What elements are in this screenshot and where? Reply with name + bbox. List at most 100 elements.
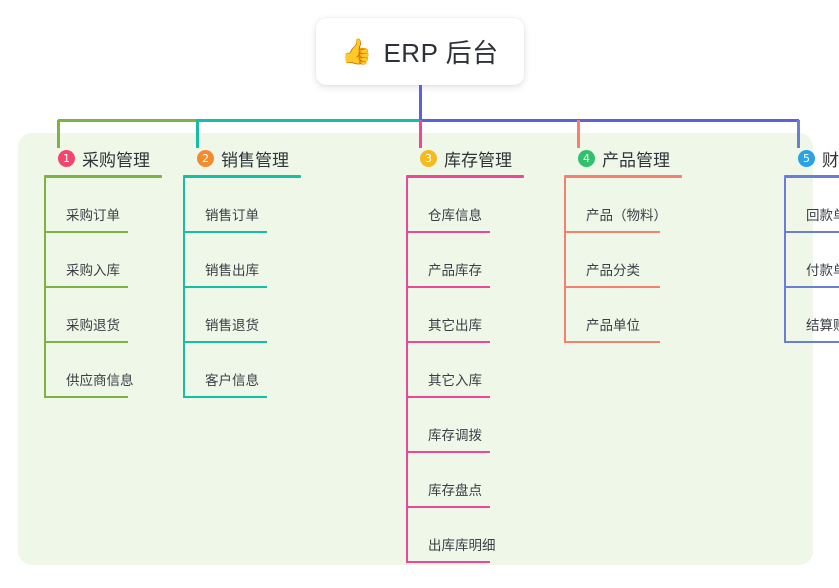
branch-spine-3 xyxy=(406,178,408,563)
branch-label-4: 产品管理 xyxy=(602,150,670,170)
leaf-underline xyxy=(406,561,490,563)
branch-leaves-5: 回款单付款单结算账户 xyxy=(784,178,839,343)
branch-badge-2: 2 xyxy=(197,149,214,167)
branches-panel xyxy=(18,133,813,565)
leaf-underline xyxy=(406,451,490,453)
branch-label-2: 销售管理 xyxy=(221,150,289,170)
leaf-label: 产品分类 xyxy=(586,263,640,278)
leaf-underline xyxy=(183,286,267,288)
branch-spine-4 xyxy=(564,178,566,343)
leaf-label: 销售订单 xyxy=(205,208,259,223)
branch-header-4[interactable]: 4 产品管理 xyxy=(564,146,682,170)
leaf-underline xyxy=(564,341,660,343)
leaf-underline xyxy=(784,286,839,288)
branch-spine-2 xyxy=(183,178,185,398)
leaf-node[interactable]: 付款单 xyxy=(784,233,839,288)
leaf-label: 产品单位 xyxy=(586,318,640,333)
leaf-node[interactable]: 产品库存 xyxy=(406,233,524,288)
leaf-label: 其它入库 xyxy=(428,373,482,388)
leaf-node[interactable]: 销售退货 xyxy=(183,288,301,343)
leaf-node[interactable]: 产品（物料） xyxy=(564,178,682,233)
branch-5: 5财务管理回款单付款单结算账户 xyxy=(784,146,839,343)
leaf-label: 销售退货 xyxy=(205,318,259,333)
leaf-node[interactable]: 采购订单 xyxy=(44,178,162,233)
leaf-label: 采购入库 xyxy=(66,263,120,278)
leaf-underline xyxy=(183,396,267,398)
leaf-label: 销售出库 xyxy=(205,263,259,278)
branch-underline-4 xyxy=(564,175,682,178)
leaf-underline xyxy=(44,396,128,398)
root-node-content: 👍 ERP 后台 xyxy=(341,33,498,70)
branch-leaves-4: 产品（物料） 产品分类产品单位 xyxy=(564,178,682,343)
leaf-label: 产品库存 xyxy=(428,263,482,278)
root-node-card[interactable]: 👍 ERP 后台 xyxy=(316,18,524,85)
leaf-underline xyxy=(406,231,490,233)
leaf-node[interactable]: 出库库明细 xyxy=(406,508,524,563)
leaf-node[interactable]: 库存盘点 xyxy=(406,453,524,508)
leaf-node[interactable]: 供应商信息 xyxy=(44,343,162,398)
branch-underline-5 xyxy=(784,175,839,178)
branch-spine-5 xyxy=(784,178,786,343)
leaf-underline xyxy=(44,341,128,343)
leaf-label: 库存盘点 xyxy=(428,483,482,498)
branch-leaves-3: 仓库信息产品库存其它出库其它入库库存调拨库存盘点出库库明细 xyxy=(406,178,524,563)
leaf-label: 供应商信息 xyxy=(66,373,134,388)
branch-badge-4: 4 xyxy=(578,149,595,167)
leaf-underline xyxy=(183,231,267,233)
leaf-node[interactable]: 销售出库 xyxy=(183,233,301,288)
leaf-node[interactable]: 销售订单 xyxy=(183,178,301,233)
branch-leaves-1: 采购订单采购入库采购退货供应商信息 xyxy=(44,178,162,398)
branch-1: 1 采购管理采购订单采购入库采购退货供应商信息 xyxy=(44,146,162,398)
leaf-underline xyxy=(564,231,660,233)
branch-2: 2 销售管理销售订单销售出库销售退货客户信息 xyxy=(183,146,301,398)
leaf-underline xyxy=(406,506,490,508)
leaf-node[interactable]: 仓库信息 xyxy=(406,178,524,233)
leaf-label: 出库库明细 xyxy=(428,538,496,553)
leaf-node[interactable]: 客户信息 xyxy=(183,343,301,398)
branch-header-1[interactable]: 1 采购管理 xyxy=(44,146,162,170)
branch-3: 3 库存管理仓库信息产品库存其它出库其它入库库存调拨库存盘点出库库明细 xyxy=(406,146,524,563)
branch-underline-2 xyxy=(183,175,301,178)
leaf-underline xyxy=(784,341,839,343)
leaf-underline xyxy=(406,396,490,398)
leaf-node[interactable]: 库存调拨 xyxy=(406,398,524,453)
leaf-underline xyxy=(564,286,660,288)
leaf-label: 客户信息 xyxy=(205,373,259,388)
thumbs-up-icon: 👍 xyxy=(341,37,373,66)
branch-leaves-2: 销售订单销售出库销售退货客户信息 xyxy=(183,178,301,398)
branch-underline-1 xyxy=(44,175,162,178)
branch-header-5[interactable]: 5财务管理 xyxy=(784,146,839,170)
branch-badge-3: 3 xyxy=(420,149,437,167)
leaf-underline xyxy=(406,286,490,288)
leaf-underline xyxy=(406,341,490,343)
branch-underline-3 xyxy=(406,175,524,178)
leaf-node[interactable]: 其它出库 xyxy=(406,288,524,343)
branch-badge-1: 1 xyxy=(58,149,75,167)
branch-spine-1 xyxy=(44,178,46,398)
leaf-label: 采购退货 xyxy=(66,318,120,333)
leaf-node[interactable]: 产品分类 xyxy=(564,233,682,288)
leaf-underline xyxy=(183,341,267,343)
branch-header-2[interactable]: 2 销售管理 xyxy=(183,146,301,170)
leaf-node[interactable]: 采购退货 xyxy=(44,288,162,343)
leaf-node[interactable]: 其它入库 xyxy=(406,343,524,398)
root-node-title: ERP 后台 xyxy=(383,38,499,68)
leaf-label: 库存调拨 xyxy=(428,428,482,443)
leaf-node[interactable]: 采购入库 xyxy=(44,233,162,288)
leaf-label: 仓库信息 xyxy=(428,208,482,223)
leaf-label: 回款单 xyxy=(806,208,839,223)
leaf-label: 采购订单 xyxy=(66,208,120,223)
branch-label-1: 采购管理 xyxy=(82,150,150,170)
branch-badge-5: 5 xyxy=(798,149,815,167)
leaf-node[interactable]: 产品单位 xyxy=(564,288,682,343)
leaf-underline xyxy=(44,286,128,288)
branch-label-3: 库存管理 xyxy=(444,150,512,170)
leaf-underline xyxy=(784,231,839,233)
leaf-node[interactable]: 回款单 xyxy=(784,178,839,233)
branch-header-3[interactable]: 3 库存管理 xyxy=(406,146,524,170)
leaf-label: 付款单 xyxy=(806,263,839,278)
leaf-label: 其它出库 xyxy=(428,318,482,333)
leaf-label: 结算账户 xyxy=(806,318,839,333)
leaf-node[interactable]: 结算账户 xyxy=(784,288,839,343)
